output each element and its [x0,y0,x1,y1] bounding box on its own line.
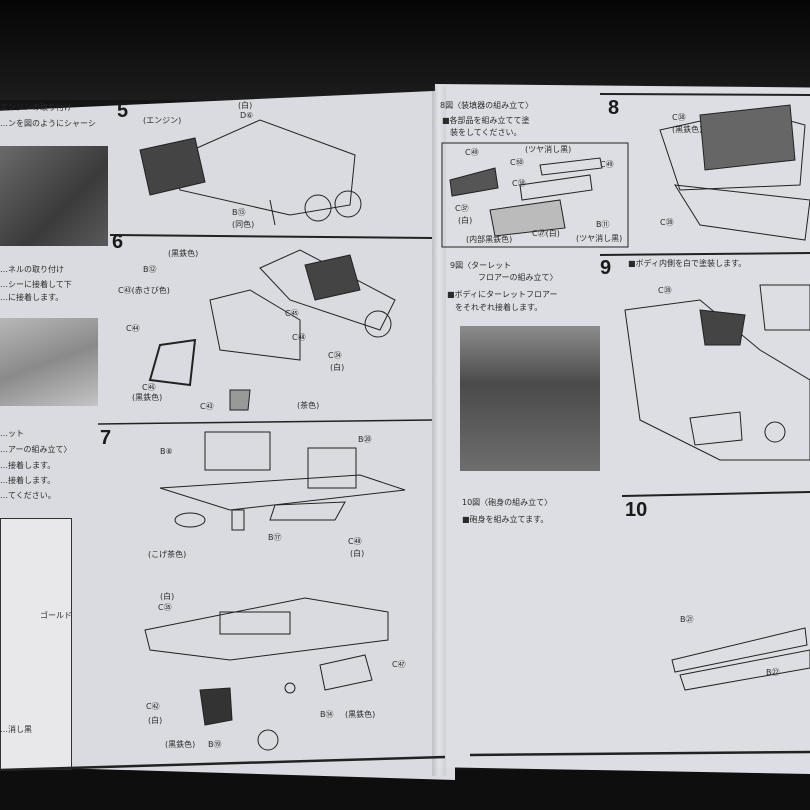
label-white: (白) [238,101,253,110]
step-9-text-2: をそれぞれ接着します。 [455,303,543,312]
label-c48b: C㊽ [348,537,362,546]
background-top [0,0,810,100]
label-b12: B⑫ [143,265,157,274]
step-6-text-1: …シーに接着して下 [0,280,72,289]
label-c45: C㊺ [285,309,299,318]
label-same-color: (同色) [232,220,255,229]
step-5-number: 5 [117,100,129,122]
page-fold [432,86,446,776]
panel-photo [0,318,98,406]
label-black-iron-1: (黒鉄色) [168,249,199,258]
label-c39b: C㊴ [658,286,672,295]
label-c50: C㊿ [510,158,524,167]
label-c44: C㊹ [126,324,140,333]
label-matte-black: …消し黒 [0,725,32,734]
label-c49b: C㊾ [600,160,614,169]
label-c33b: C㊳ [672,113,686,122]
label-matte-black-8a: (ツヤ消し黒) [525,145,572,154]
step-10-number: 10 [625,499,648,521]
label-c39: C㊴ [660,218,674,227]
engine-photo [0,146,108,246]
step-8-text-2: 装をしてください。 [450,128,522,137]
label-b8: B⑧ [160,447,173,456]
label-c43b: C㊸ [200,402,214,411]
label-b20: B⑳ [358,435,372,444]
label-c34: C㉞ [328,351,342,360]
label-b21: B㉑ [680,615,694,624]
step-7-text-3: …てください。 [0,491,56,500]
label-b14: B⑭ [320,710,334,719]
label-white-8: (白) [458,216,473,225]
label-b17: B⑰ [268,533,282,542]
step-10-text: ■砲身を組み立てます。 [462,515,549,524]
step-5-text: …ンを図のようにシャーシ [0,119,96,128]
label-c35: C㉟ [158,603,172,612]
step-5-title: エンジンの取り付け [0,103,72,112]
label-c48: C㊽ [292,333,306,342]
label-black-iron-7a: (黒鉄色) [345,710,376,719]
step-6-text-2: …に接着します。 [0,293,64,302]
label-engine: (エンジン) [143,116,182,125]
step-9-fig-title-2: フロアーの組み立て〉 [478,273,558,282]
label-matte-black-8b: (ツヤ消し黒) [576,234,623,243]
step-8-number: 8 [608,97,620,119]
label-c27: C㉗(白) [532,229,560,238]
step-7-title-2: …アーの組み立て〉 [0,445,72,454]
label-c42: C㊷ [146,702,160,711]
label-white-7c: (白) [148,716,163,725]
label-b19: B⑲ [208,740,222,749]
turret-floor-photo [0,518,72,770]
step-10-fig-title: 10図〈砲身の組み立て〉 [462,498,553,507]
step-8-text-1: ■各部品を組み立てて塗 [442,116,530,125]
label-inner-black-iron: (内部黒鉄色) [466,235,513,244]
label-b11: B⑪ [596,220,610,229]
step-9-fig-title-1: 9図〈ターレット [450,261,512,270]
label-d6: D⑥ [240,111,254,120]
label-gold: ゴールド [40,611,72,620]
step-7-title-1: …ット [0,429,24,438]
step-7-number: 7 [100,427,112,449]
step-7-text-2: …接着します。 [0,476,56,485]
label-white-6: (白) [330,363,345,372]
label-c46: C㊻ [142,383,156,392]
step-9-note: ■ボディ内側を白で塗装します。 [628,259,747,268]
step-7-text-1: …接着します。 [0,461,56,470]
step-6-title: …ネルの取り付け [0,265,64,274]
label-c49: C㊾ [465,148,479,157]
step-6-number: 6 [112,231,124,253]
label-black-iron-8: (黒鉄色) [672,125,703,134]
label-c43: C㊸(赤さび色) [118,286,170,295]
step-9-text-1: ■ボディにターレットフロアー [447,290,558,299]
step-8-fig-title: 8図〈装填器の組み立て〉 [440,101,534,110]
label-c32: C㊲ [455,204,469,213]
turret-body-photo [460,326,600,471]
label-black-iron-7b: (黒鉄色) [165,740,196,749]
label-white-7b: (白) [160,592,175,601]
label-dark-brown: (こげ茶色) [148,550,187,559]
label-brown: (茶色) [297,401,320,410]
label-b22: B㉒ [766,668,780,677]
label-b13: B⑬ [232,208,246,217]
label-black-iron-2: (黒鉄色) [132,393,163,402]
step-9-number: 9 [600,257,612,279]
label-c37: C㊼ [392,660,406,669]
label-white-7a: (白) [350,549,365,558]
label-c33: C㊳ [512,179,526,188]
